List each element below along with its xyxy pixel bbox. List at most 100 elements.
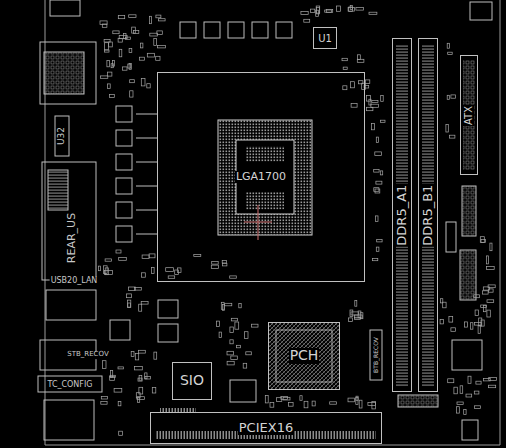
smd-part [101,76,108,78]
smd-part [489,385,496,388]
smd-part [487,300,494,303]
chip-outline: U1 [313,27,337,49]
smd-part [381,120,385,122]
inductor [228,22,244,38]
smd-part [119,431,123,435]
smd-part [119,49,122,57]
smd-part [474,391,479,394]
smd-part [225,303,232,306]
smd-part [124,34,127,39]
smd-part [350,310,353,317]
smd-part [447,95,449,99]
smd-part [369,12,377,14]
smd-part [212,262,219,265]
smd-part [350,82,354,88]
smd-part [156,56,160,60]
smd-part [277,398,282,402]
dimm-slot: DDR5_A1 [392,38,412,392]
smd-part [118,15,124,18]
silkscreen-label: TC_CONFIG [46,381,93,390]
silkscreen-label: BTB_RECOV [373,336,380,374]
smd-part [376,137,378,142]
smd-part [129,287,136,291]
lan-port [46,290,96,320]
smd-part [460,386,463,394]
silkscreen-label: STB_RECOV [66,351,109,359]
inductor [116,106,132,122]
smd-part [152,387,156,393]
smd-part [177,268,181,273]
smd-part [330,402,337,404]
part-label: ATX [464,104,475,125]
smd-part [107,61,110,67]
smd-part [140,43,143,48]
smd-part [356,396,358,400]
smd-part [366,80,370,84]
smd-part [231,356,238,360]
smd-part [342,58,347,60]
smd-part [131,351,134,356]
smd-part [101,401,107,404]
smd-part [221,302,224,309]
smd-part [468,376,471,383]
smd-part [128,300,131,308]
smd-part [481,305,487,307]
smd-part [244,332,248,339]
smd-part [366,107,373,110]
smd-part [376,181,382,184]
part-label: SIO [179,373,205,388]
smd-part [372,123,375,129]
smd-part [105,259,111,261]
smd-part [114,389,122,393]
inductor [204,22,220,38]
smd-part [128,303,131,307]
smd-part [474,295,480,298]
smd-part [156,15,161,18]
smd-part [136,393,140,398]
smd-part [451,95,456,98]
smd-part [356,8,364,11]
socket-pin-field [246,192,284,210]
smd-part [487,267,495,270]
smd-part [230,340,233,344]
smd-part [375,152,382,156]
chip [158,324,178,342]
smd-part [483,291,489,294]
smd-part [350,6,352,10]
smd-part [484,379,491,381]
atx-pins [463,60,475,170]
smd-part [304,401,308,408]
smd-part [157,31,162,35]
smd-part [489,289,494,292]
smd-part [230,276,237,278]
pch-die [276,330,332,382]
silkscreen-label: U32 [57,126,67,146]
smd-part [371,104,379,107]
smd-part [448,52,453,54]
smd-part [149,16,151,23]
chip-outline: SIO [172,362,212,400]
smd-part [130,80,135,83]
smd-part [222,304,224,310]
smd-part [475,310,478,316]
chip [158,300,178,318]
smd-part [145,373,147,379]
smd-part [488,285,495,288]
smd-part [301,12,308,15]
board-edge [45,0,500,445]
board-outline [38,0,500,445]
smd-part [139,387,143,394]
smd-part [310,9,314,12]
socket-pin-field [246,146,284,162]
smd-part [316,10,319,16]
smd-part [108,72,112,76]
smd-part [343,86,347,90]
smd-part [123,67,128,70]
smd-part [168,276,175,278]
smd-part [140,57,145,60]
smd-part [487,310,490,317]
socket-pin-field [218,120,312,235]
smd-part [367,96,371,102]
smd-part [127,294,132,298]
